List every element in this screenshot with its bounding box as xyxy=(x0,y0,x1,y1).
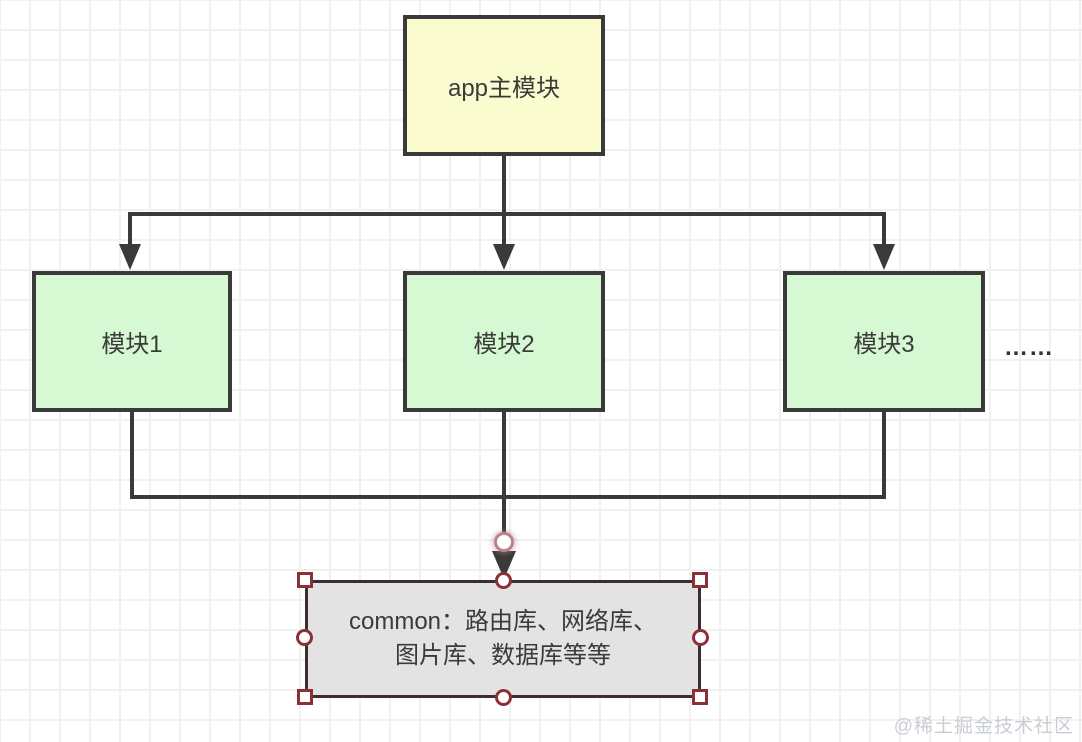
node-module-3-label: 模块3 xyxy=(853,331,915,358)
node-common-libraries[interactable]: common：路由库、网络库、 图片库、数据库等等 xyxy=(305,580,701,698)
more-modules-ellipsis[interactable]: …… xyxy=(1004,334,1064,362)
common-label-line2: 图片库、数据库等等 xyxy=(395,642,611,669)
node-app-main-module[interactable]: app主模块 xyxy=(403,15,605,156)
connection-point-north[interactable] xyxy=(495,572,512,589)
watermark: @稀土掘金技术社区 xyxy=(893,716,1074,737)
node-app-label: app主模块 xyxy=(447,75,561,102)
edge-endpoint-marker[interactable] xyxy=(494,532,514,552)
connection-point-south[interactable] xyxy=(495,689,512,706)
node-module-2[interactable]: 模块2 xyxy=(403,271,605,412)
arrowhead-to-module3 xyxy=(873,244,895,270)
resize-handle-sw[interactable] xyxy=(297,689,313,705)
common-label-line1: common：路由库、网络库、 xyxy=(348,608,658,635)
node-module-1-label: 模块1 xyxy=(101,331,163,358)
resize-handle-ne[interactable] xyxy=(692,572,708,588)
resize-handle-nw[interactable] xyxy=(297,572,313,588)
node-module-1[interactable]: 模块1 xyxy=(32,271,232,412)
ellipsis-text: …… xyxy=(1004,334,1054,361)
connection-point-east[interactable] xyxy=(692,629,709,646)
node-module-3[interactable]: 模块3 xyxy=(783,271,985,412)
connector-merge-bottom[interactable] xyxy=(130,412,886,499)
node-module-2-label: 模块2 xyxy=(473,331,535,358)
connector-branch-top[interactable] xyxy=(128,212,886,246)
arrowhead-to-module1 xyxy=(119,244,141,270)
arrowhead-to-module2 xyxy=(493,244,515,270)
resize-handle-se[interactable] xyxy=(692,689,708,705)
connection-point-west[interactable] xyxy=(296,629,313,646)
